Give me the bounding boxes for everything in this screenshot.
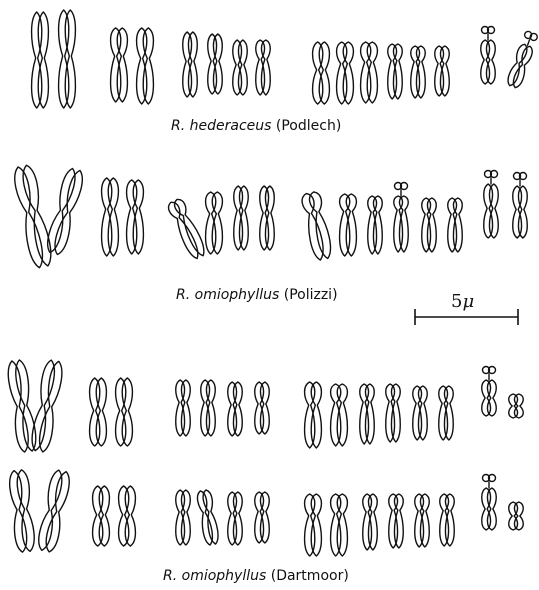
chromosome	[44, 167, 85, 256]
chromosome	[127, 180, 144, 254]
chromosome	[233, 40, 248, 95]
scale-bar-label: 5μ	[451, 291, 474, 312]
chromosome	[337, 42, 354, 104]
chromosome	[255, 382, 270, 434]
locality-name: (Podlech)	[276, 118, 341, 134]
chromosome	[331, 384, 348, 446]
chromosome	[90, 378, 107, 446]
chromosome	[228, 492, 243, 545]
chromosome	[422, 198, 437, 252]
chromosome	[506, 30, 539, 89]
chromosome	[176, 380, 191, 436]
chromosome	[196, 489, 220, 546]
caption-omiophyllus-polizzi: R. omiophyllus (Polizzi)	[176, 287, 338, 303]
chromosome	[137, 28, 154, 104]
chromosome	[340, 194, 357, 256]
chromosome	[176, 490, 191, 545]
chromosome	[509, 394, 524, 418]
chromosome	[234, 186, 249, 250]
chromosome	[119, 486, 136, 546]
scale-value: 5	[451, 291, 462, 312]
chromosome	[448, 198, 463, 252]
chromosome	[435, 46, 450, 96]
chromosome	[206, 192, 223, 254]
chromosome	[256, 40, 271, 95]
chromosome	[388, 44, 403, 99]
chromosome	[6, 359, 38, 453]
chromosome	[30, 359, 65, 453]
chromosome	[481, 27, 496, 85]
chromosome	[32, 12, 49, 108]
chromosome	[361, 42, 378, 103]
caption-omiophyllus-dartmoor: R. omiophyllus (Dartmoor)	[163, 568, 349, 584]
chromosome	[12, 164, 55, 269]
chromosome	[116, 378, 133, 446]
caption-hederaceus: R. hederaceus (Podlech)	[171, 118, 341, 134]
chromosome	[415, 494, 430, 547]
chromosome	[389, 494, 404, 548]
chromosome	[305, 494, 322, 556]
species-name: R. omiophyllus	[163, 568, 266, 584]
chromosome	[301, 191, 334, 262]
chromosome	[166, 197, 207, 260]
chromosome	[363, 494, 378, 550]
chromosome	[260, 186, 275, 250]
chromosome	[36, 469, 72, 553]
chromosome	[509, 502, 524, 530]
chromosome	[413, 386, 428, 440]
chromosome	[394, 183, 409, 253]
species-name: R. hederaceus	[171, 118, 271, 134]
chromosome	[228, 382, 243, 436]
chromosome	[482, 475, 497, 531]
species-name: R. omiophyllus	[176, 287, 279, 303]
chromosome	[386, 384, 401, 442]
chromosome	[368, 196, 383, 254]
locality-name: (Dartmoor)	[271, 568, 349, 584]
chromosome	[411, 46, 426, 98]
chromosome	[513, 173, 528, 239]
chromosome	[208, 34, 223, 94]
chromosome	[360, 384, 375, 444]
chromosome-groups	[6, 10, 539, 556]
chromosome	[93, 486, 110, 546]
chromosome	[8, 469, 36, 553]
chromosome	[111, 28, 128, 102]
chromosome	[439, 386, 454, 440]
chromosome	[331, 494, 348, 556]
chromosome	[255, 492, 270, 543]
chromosome	[102, 178, 119, 256]
chromosome	[201, 380, 216, 436]
chromosome	[440, 494, 455, 546]
chromosome	[183, 32, 198, 97]
locality-name: (Polizzi)	[284, 287, 338, 303]
chromosome	[59, 10, 76, 108]
chromosome	[313, 42, 330, 104]
scale-unit: μ	[462, 291, 474, 312]
chromosome	[484, 171, 499, 239]
chromosome	[482, 367, 497, 417]
chromosome	[305, 382, 322, 448]
